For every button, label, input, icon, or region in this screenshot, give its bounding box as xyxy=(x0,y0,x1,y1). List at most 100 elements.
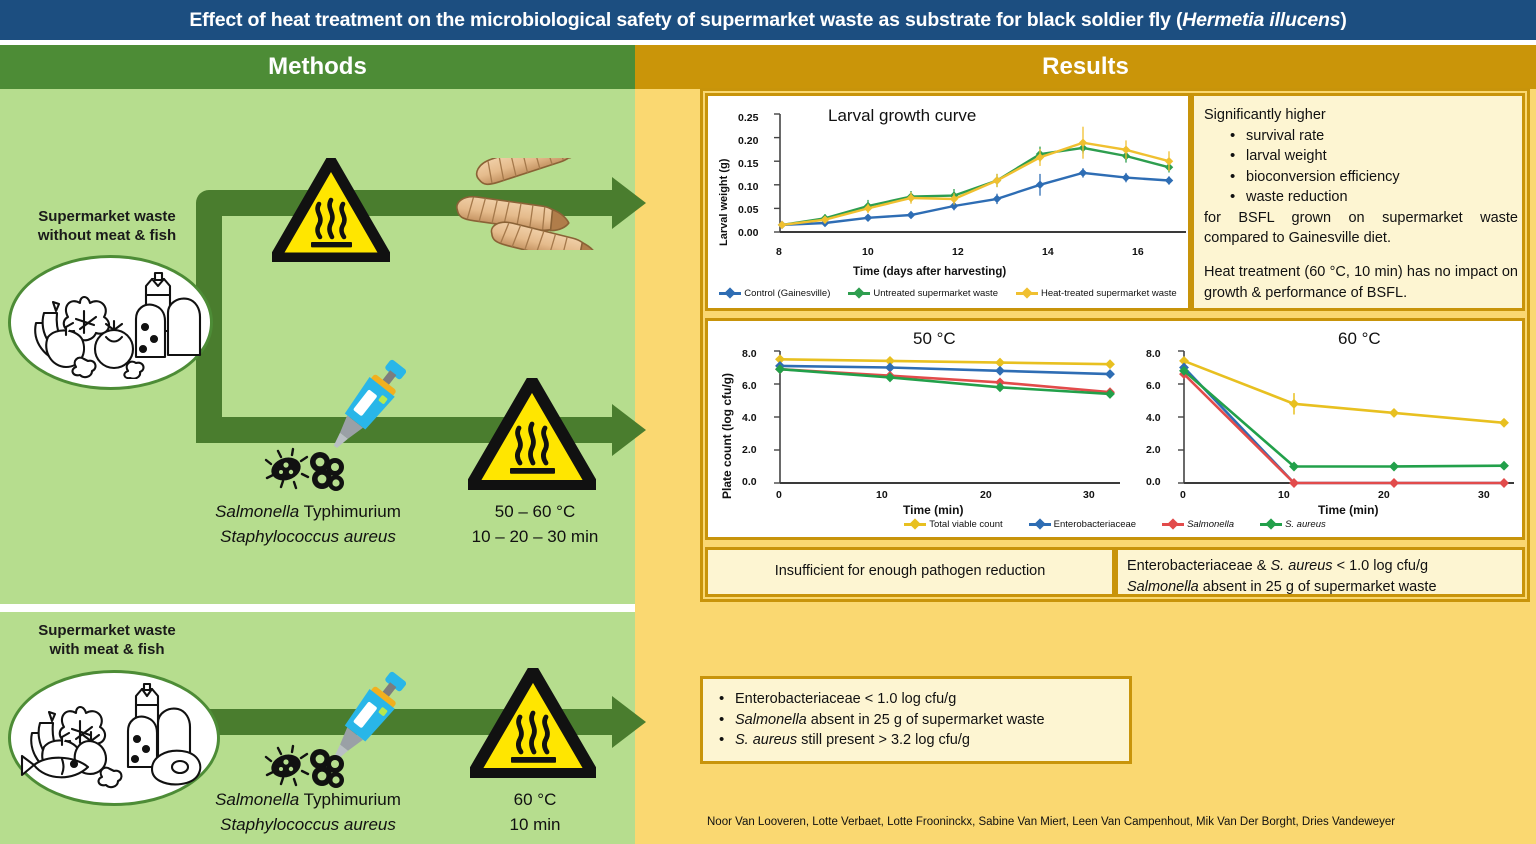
species-label-top-line2: Staphylococcus aureus xyxy=(220,526,396,546)
chart-plot-50c xyxy=(774,350,1120,484)
food-waste-oval-top xyxy=(8,255,213,390)
legend-item-salmonella: Salmonella xyxy=(1162,519,1234,530)
conclusion-box-60c: Enterobacteriaceae & S. aureus < 1.0 log… xyxy=(1115,547,1525,597)
ytick-60c-4: 8.0 xyxy=(1146,348,1161,360)
species-label-bottom: Salmonella Typhimurium Staphylococcus au… xyxy=(178,788,438,837)
legend-label-untreated: Untreated supermarket waste xyxy=(873,288,998,299)
author-list: Noor Van Looveren, Lotte Verbaet, Lotte … xyxy=(707,816,1396,828)
legend-swatch-heat-treated xyxy=(1015,292,1038,295)
conclusion-box-50c: Insufficient for enough pathogen reducti… xyxy=(705,547,1115,597)
conclusion-50c-text: Insufficient for enough pathogen reducti… xyxy=(774,563,1046,580)
conditions-top-line1: 50 – 60 °C xyxy=(494,502,576,521)
bacteria-inoculum-icon-top xyxy=(264,445,350,497)
section-header-results: Results xyxy=(635,45,1536,89)
chart-plot-60c xyxy=(1178,350,1514,488)
chart-ylabel-growth: Larval weight (g) xyxy=(718,158,730,246)
result-card-growth: Larval growth curve Larval weight (g) Ti… xyxy=(705,93,1191,311)
ytick-growth-3: 0.15 xyxy=(738,158,759,170)
conditions-bottom-line2: 10 min xyxy=(509,814,561,834)
summary-bullet-list: survival rate larval weight bioconversio… xyxy=(1226,125,1518,208)
waste-label-bottom-line2: with meat & fish xyxy=(49,640,165,658)
xtick-50c-3: 30 xyxy=(1083,489,1095,501)
flow-arrowhead-lower xyxy=(612,404,646,456)
ytick-60c-3: 6.0 xyxy=(1146,380,1161,392)
food-waste-with-meat-icon xyxy=(20,682,202,789)
ytick-growth-2: 0.10 xyxy=(738,181,759,193)
legend-label-heat-treated: Heat-treated supermarket waste xyxy=(1040,288,1177,299)
xtick-60c-3: 30 xyxy=(1478,489,1490,501)
species-label-bottom-line1: Salmonella Typhimurium xyxy=(215,790,401,809)
section-header-results-label: Results xyxy=(1042,53,1129,80)
waste-label-top-line1: Supermarket waste xyxy=(38,208,176,225)
ytick-60c-1: 2.0 xyxy=(1146,444,1161,456)
legend-swatch-s-aureus xyxy=(1260,523,1283,526)
xtick-50c-1: 10 xyxy=(876,489,888,501)
legend-item-control: Control (Gainesville) xyxy=(719,288,830,299)
legend-item-heat-treated: Heat-treated supermarket waste xyxy=(1015,288,1177,299)
ytick-growth-1: 0.05 xyxy=(738,204,759,216)
summary-after: for BSFL grown on supermarket waste comp… xyxy=(1204,209,1518,247)
conclusion-60c-text: Enterobacteriaceae & S. aureus < 1.0 log… xyxy=(1127,556,1519,597)
ytick-50c-0: 0.0 xyxy=(742,476,757,488)
legend-label-s-aureus: S. aureus xyxy=(1285,519,1326,530)
methods-panel-divider xyxy=(0,604,635,612)
legend-label-total-viable-count: Total viable count xyxy=(929,519,1003,530)
chart-plot-growth xyxy=(774,113,1186,233)
ytick-60c-2: 4.0 xyxy=(1146,412,1161,424)
xtick-growth-4: 16 xyxy=(1132,246,1144,258)
summary-bullet-1: larval weight xyxy=(1226,145,1518,167)
flow-arrowhead-upper xyxy=(612,177,646,229)
chart-title-60c: 60 °C xyxy=(1338,329,1381,348)
conclusion-60c-line1: Enterobacteriaceae & S. aureus < 1.0 log… xyxy=(1127,558,1429,574)
result-card-summary: Significantly higher survival rate larva… xyxy=(1191,93,1525,311)
micropipette-icon-bottom xyxy=(318,660,418,775)
xtick-60c-0: 0 xyxy=(1180,489,1186,501)
xtick-growth-0: 8 xyxy=(776,246,782,258)
ytick-growth-0: 0.00 xyxy=(738,227,759,239)
chart-legend-plate: Total viable count Enterobacteriaceae Sa… xyxy=(708,519,1522,530)
xtick-60c-2: 20 xyxy=(1378,489,1390,501)
ytick-growth-5: 0.25 xyxy=(738,112,759,124)
result-card-bottom: Enterobacteriaceae < 1.0 log cfu/g Salmo… xyxy=(700,676,1132,764)
summary-text: Significantly higher survival rate larva… xyxy=(1204,105,1518,303)
xtick-growth-2: 12 xyxy=(952,246,964,258)
chart-legend-growth: Control (Gainesville) Untreated supermar… xyxy=(708,288,1188,299)
food-waste-oval-bottom xyxy=(8,670,220,806)
bacteria-inoculum-icon-bottom xyxy=(264,742,350,794)
waste-label-bottom: Supermarket waste with meat & fish xyxy=(12,622,202,660)
legend-label-control: Control (Gainesville) xyxy=(744,288,831,299)
summary-bullet-2: bioconversion efficiency xyxy=(1226,166,1518,188)
chart-xlabel-growth: Time (days after harvesting) xyxy=(853,266,1007,278)
legend-label-enterobacteriaceae: Enterobacteriaceae xyxy=(1053,519,1137,530)
xtick-growth-3: 14 xyxy=(1042,246,1054,258)
bsf-larvae-icon xyxy=(452,158,624,250)
xtick-60c-1: 10 xyxy=(1278,489,1290,501)
ytick-growth-4: 0.20 xyxy=(738,135,759,147)
waste-label-top: Supermarket waste without meat & fish xyxy=(12,208,202,246)
legend-item-s-aureus: S. aureus xyxy=(1260,519,1326,530)
conditions-label-bottom: 60 °C 10 min xyxy=(440,788,630,837)
conclusion-60c-line2: Salmonella absent in 25 g of supermarket… xyxy=(1127,578,1437,595)
xtick-50c-2: 20 xyxy=(980,489,992,501)
xtick-50c-0: 0 xyxy=(776,489,782,501)
chart-xlabel-60c: Time (min) xyxy=(1318,503,1379,517)
chart-title-growth: Larval growth curve xyxy=(828,106,977,125)
waste-label-bottom-line1: Supermarket waste xyxy=(38,622,176,639)
micropipette-icon-top xyxy=(318,348,418,463)
bottom-bullet-1: Salmonella absent in 25 g of supermarket… xyxy=(715,709,1125,731)
species-label-top-line1: Salmonella Typhimurium xyxy=(215,502,401,521)
summary-bullet-0: survival rate xyxy=(1226,125,1518,147)
section-header-methods: Methods xyxy=(0,45,635,89)
food-waste-no-meat-icon xyxy=(34,271,202,379)
species-label-bottom-line2: Staphylococcus aureus xyxy=(220,814,396,834)
legend-item-enterobacteriaceae: Enterobacteriaceae xyxy=(1028,519,1137,530)
ytick-60c-0: 0.0 xyxy=(1146,476,1161,488)
legend-label-salmonella: Salmonella xyxy=(1187,519,1235,530)
bottom-bullet-2: S. aureus still present > 3.2 log cfu/g xyxy=(715,729,1125,751)
hot-surface-warning-icon-top2 xyxy=(468,378,596,490)
hot-surface-warning-icon-bottom xyxy=(470,668,596,778)
conditions-bottom-line1: 60 °C xyxy=(513,790,557,809)
ytick-50c-1: 2.0 xyxy=(742,444,757,456)
legend-swatch-salmonella xyxy=(1162,523,1185,526)
